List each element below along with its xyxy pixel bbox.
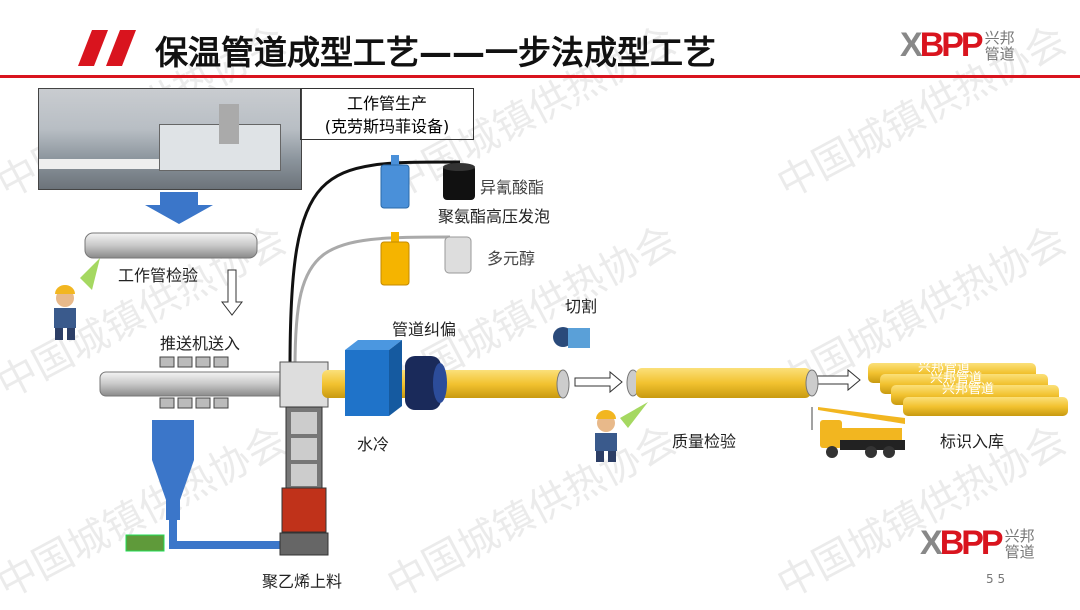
- down-arrow-icon: [145, 192, 213, 224]
- marking-storage-label: 标识入库: [940, 432, 1005, 451]
- pipe-correction-label: 管道纠偏: [392, 320, 457, 339]
- isocyanate-pump: [380, 155, 410, 209]
- page-number: 5 5: [986, 572, 1006, 586]
- crane-truck-icon: [811, 407, 905, 458]
- page-title: 保温管道成型工艺——一步法成型工艺: [155, 33, 716, 72]
- right-arrow-icon: [574, 370, 623, 394]
- footer-logo: XBPP 兴邦管道: [920, 524, 1035, 562]
- polyol-tank: [444, 236, 472, 274]
- right-arrow-icon: [811, 368, 861, 392]
- isocyanate-hose: [288, 160, 461, 369]
- worker-icon: [54, 258, 100, 340]
- isocyanate-tank: [443, 163, 475, 200]
- pe-feeding-label: 聚乙烯上料: [262, 572, 343, 591]
- cutting-saw-icon: [553, 327, 590, 348]
- pipe-marking: 兴邦管道: [930, 371, 983, 386]
- pipe-marking: 兴邦管道: [918, 360, 971, 375]
- company-logo: XBPP 兴邦管道: [900, 26, 1015, 64]
- water-cooling-box: [345, 340, 402, 416]
- push-rollers: [159, 356, 229, 409]
- pipe-marking: 兴邦管道: [942, 382, 995, 397]
- polyol-hose: [293, 235, 451, 369]
- worker-icon: [595, 402, 648, 462]
- pu-foaming-label: 聚氨酯高压发泡: [438, 207, 551, 226]
- work-pipe: [84, 232, 258, 259]
- work-pipe-feed: [99, 371, 291, 397]
- polyol-label: 多元醇: [487, 249, 536, 268]
- correction-ring: [405, 356, 441, 410]
- title-accent-bars: [78, 30, 136, 66]
- extruder: [279, 361, 329, 556]
- header-divider: [0, 75, 1080, 78]
- pipe-stack: [868, 363, 1068, 416]
- isocyanate-label: 异氰酸酯: [480, 178, 545, 197]
- water-cooling-label: 水冷: [357, 435, 390, 454]
- work-pipe-production-box: 工作管生产(克劳斯玛菲设备): [300, 88, 474, 140]
- finished-pipe: [636, 368, 811, 398]
- pusher-feed-label: 推送机送入: [160, 334, 241, 353]
- quality-inspection-label: 质量检验: [672, 432, 737, 451]
- outline-arrow-down-icon: [220, 269, 244, 316]
- work-pipe-inspection-label: 工作管检验: [118, 266, 199, 285]
- pe-hopper: [125, 420, 282, 552]
- polyol-pump: [380, 232, 410, 286]
- cutting-label: 切割: [565, 297, 598, 316]
- factory-photo: [38, 88, 302, 190]
